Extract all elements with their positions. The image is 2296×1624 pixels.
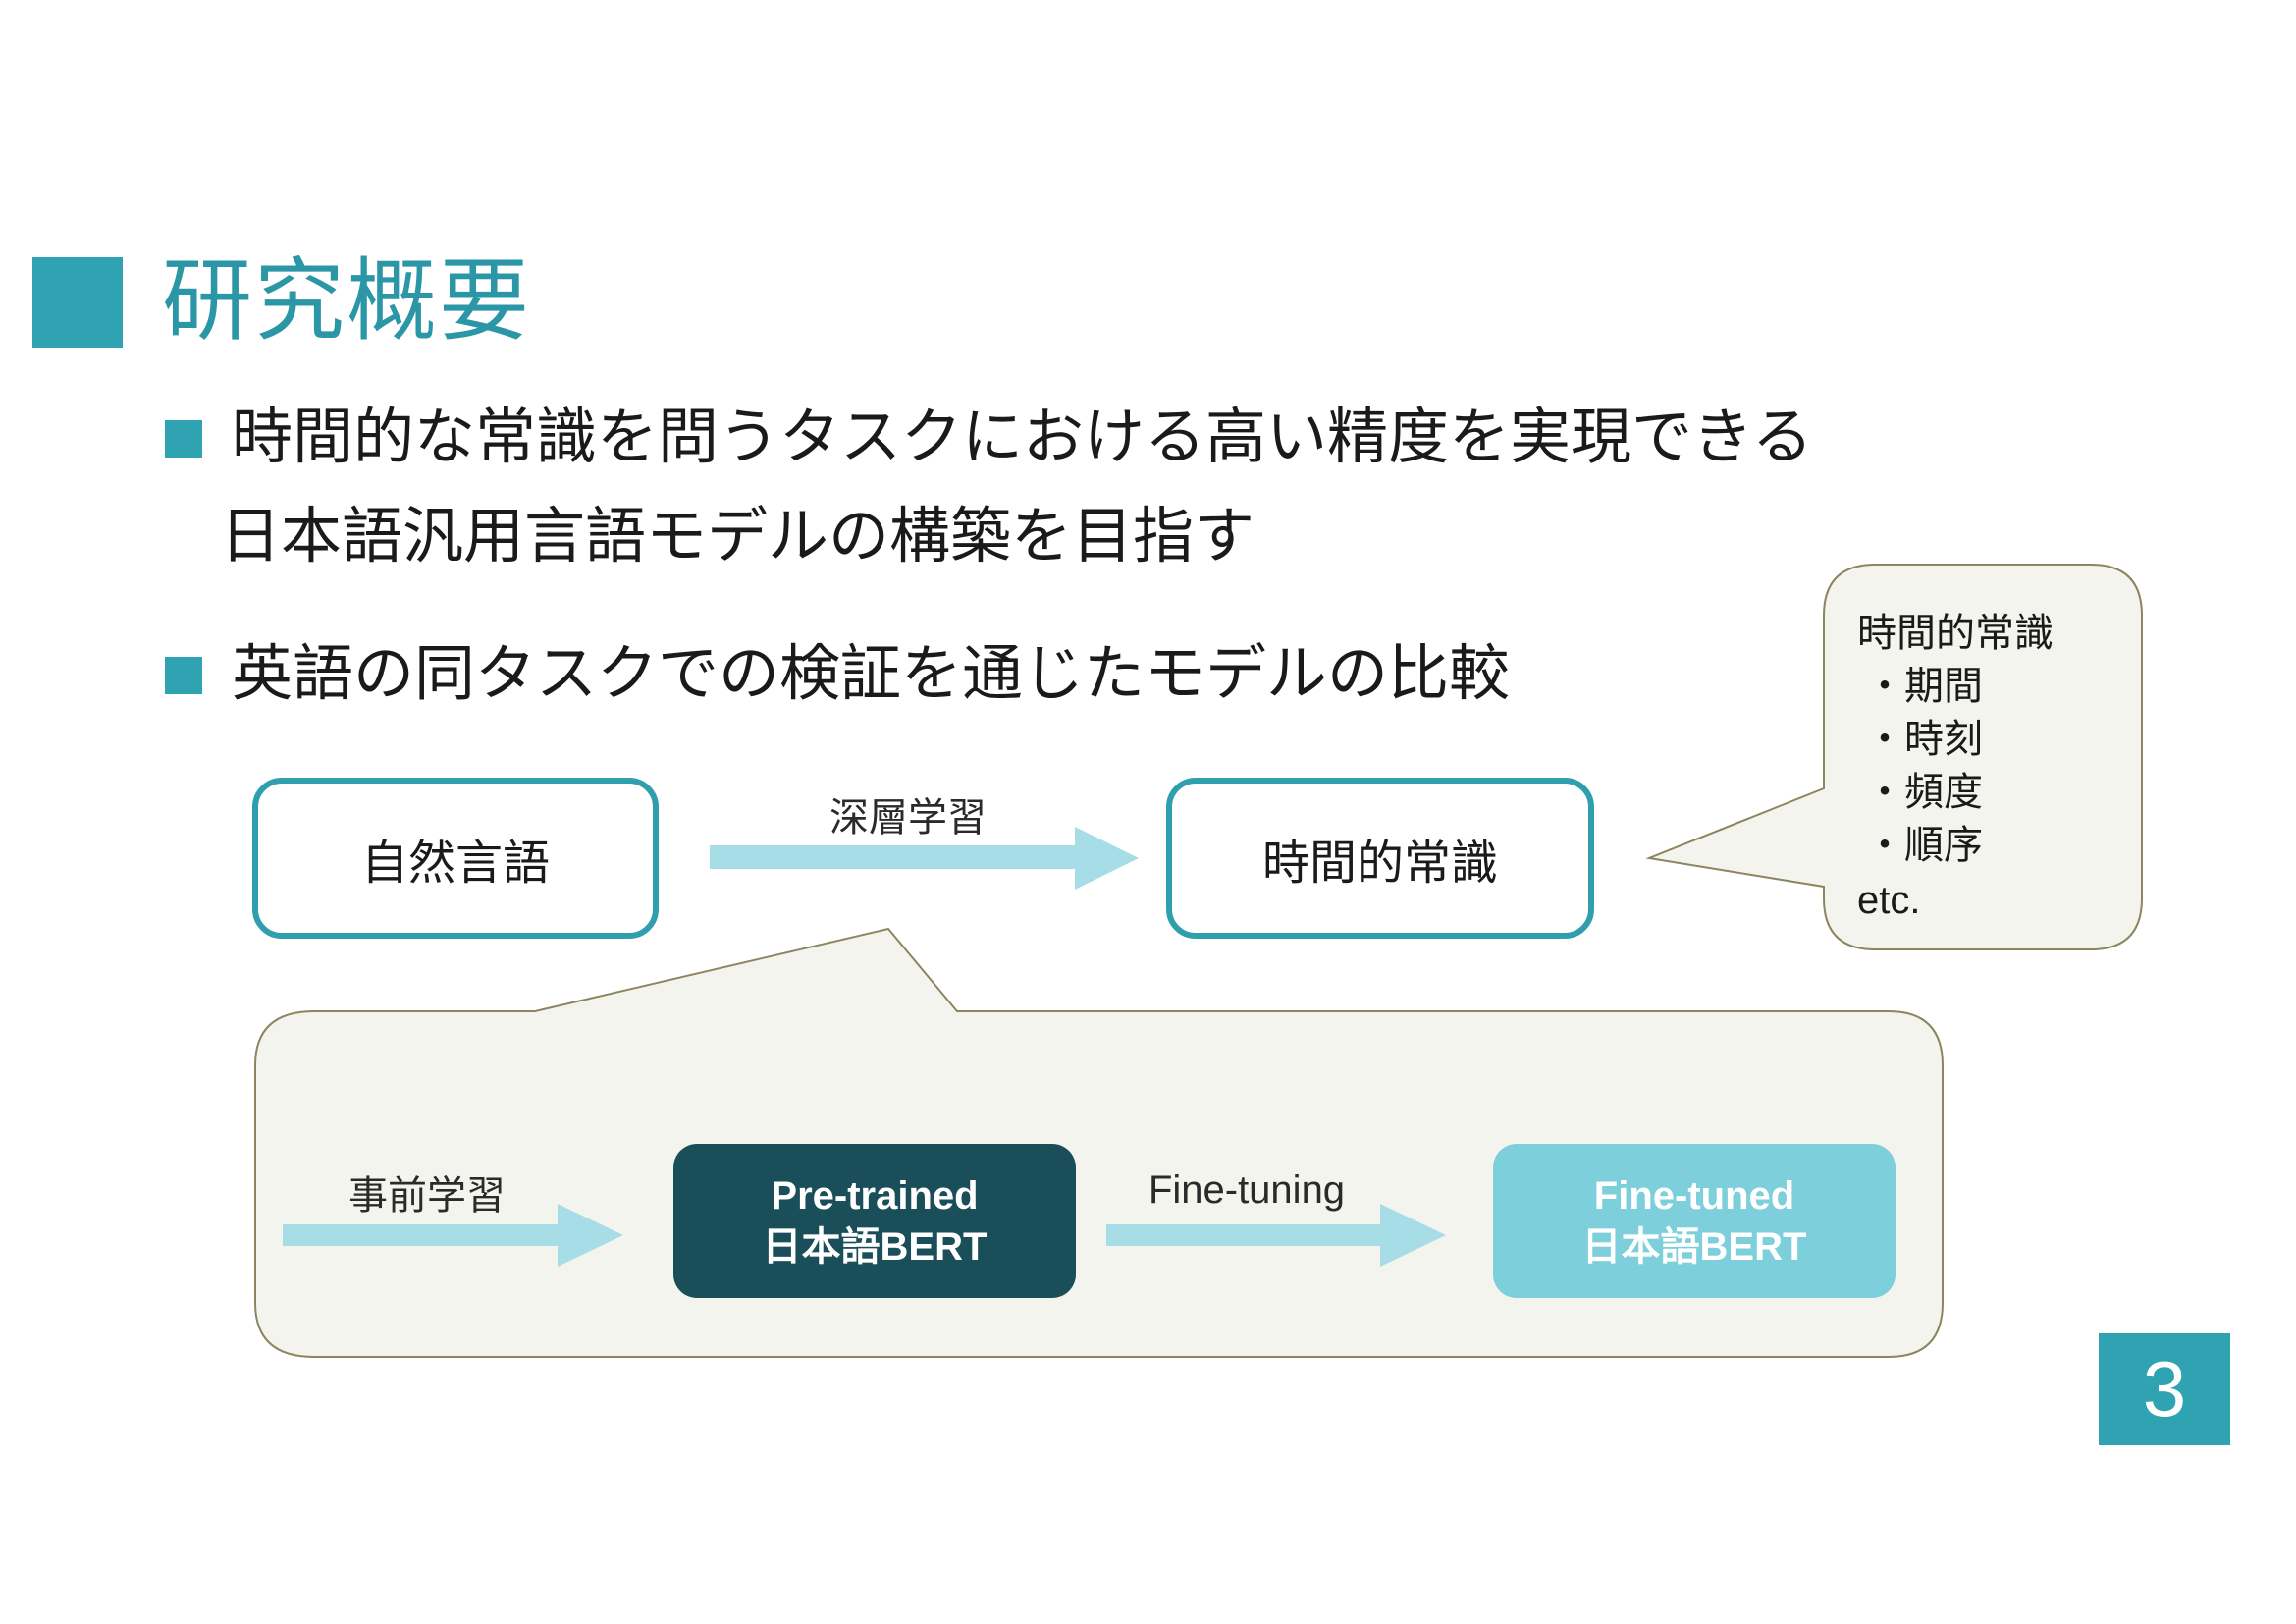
natural-language-label: 自然言語 [360,836,550,891]
page-title: 研究概要 [162,248,532,353]
deep-learning-arrow-icon [710,827,1139,890]
temporal-commonsense-label: 時間的常識 [1261,836,1498,891]
bullet-square-icon [165,420,202,458]
finetuned-bert-line-2: 日本語BERT [1581,1224,1807,1269]
callout-item-time: ・時刻 [1865,717,1983,762]
callout-bubble-shape [1645,564,2143,950]
pretrain-arrow-icon [283,1204,623,1267]
bullet-square-icon [165,657,202,694]
pretrain-label: 事前学習 [348,1173,506,1218]
pretrained-bert-box: Pre-trained 日本語BERT [673,1144,1076,1298]
bullet-2-line-1: 英語の同タスクでの検証を通じたモデルの比較 [232,637,1511,709]
callout-item-duration: ・期間 [1865,664,1983,709]
page-number: 3 [2142,1345,2187,1433]
callout-title: 時間的常識 [1857,611,2054,656]
callout-footer: etc. [1857,879,1921,922]
finetuned-bert-line-1: Fine-tuned [1593,1173,1795,1218]
finetune-label: Fine-tuning [1148,1168,1346,1212]
callout-item-frequency: ・頻度 [1865,770,1983,815]
bullet-1-line-1: 時間的な常識を問うタスクにおける高い精度を実現できる [232,401,1813,472]
finetuned-bert-box: Fine-tuned 日本語BERT [1493,1144,1896,1298]
natural-language-box: 自然言語 [252,778,659,939]
callout-item-order: ・順序 [1865,823,1983,868]
deep-learning-label: 深層学習 [829,795,987,840]
finetune-arrow-icon [1106,1204,1446,1267]
bullet-1-line-2: 日本語汎用言語モデルの構築を目指す [220,500,1255,571]
page-number-badge: 3 [2099,1333,2230,1445]
title-square-icon [32,257,123,348]
temporal-commonsense-box: 時間的常識 [1166,778,1594,939]
pretrained-bert-line-1: Pre-trained [771,1173,979,1218]
pretrained-bert-line-2: 日本語BERT [762,1224,988,1269]
